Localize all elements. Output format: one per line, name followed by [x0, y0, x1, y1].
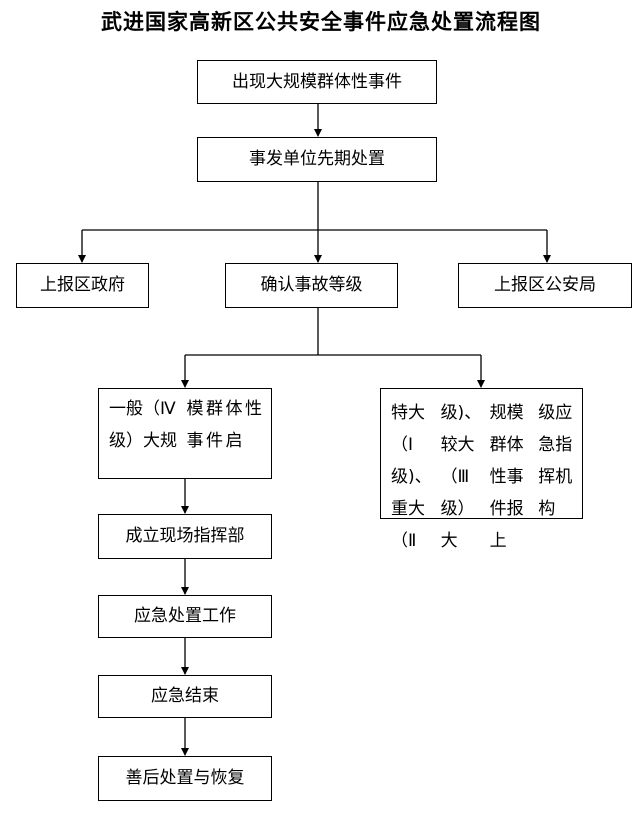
node-emergency-end: 应急结束 [98, 675, 272, 718]
node-report-district-police: 上报区公安局 [458, 263, 632, 308]
node-emergency-response: 应急处置工作 [98, 595, 272, 638]
node-start: 出现大规模群体性事件 [197, 60, 437, 104]
node-initial-response-label: 事发单位先期处置 [249, 149, 385, 170]
node-field-command: 成立现场指挥部 [98, 514, 272, 559]
node-general-level-line1: 一般（Ⅳ级）大规 [109, 399, 177, 451]
node-major-level-line4: 级应急指挥机构 [538, 403, 573, 519]
node-major-level-line1: 特大（Ⅰ级)、重大（Ⅱ [391, 403, 432, 551]
node-general-level: 一般（Ⅳ级）大规 模群体性事件启 [98, 388, 272, 479]
node-field-command-label: 成立现场指挥部 [125, 526, 245, 547]
node-emergency-response-label: 应急处置工作 [134, 606, 236, 627]
node-start-label: 出现大规模群体性事件 [232, 71, 402, 92]
node-recovery: 善后处置与恢复 [98, 756, 272, 801]
node-report-district-police-label: 上报区公安局 [494, 275, 596, 296]
node-major-level-line2: 级)、较大（Ⅲ级）大 [440, 403, 482, 551]
node-major-level: 特大（Ⅰ级)、重大（Ⅱ 级)、较大（Ⅲ级）大 规模群体性事件报上 级应急指挥机构 [380, 388, 583, 551]
node-report-district-government-label: 上报区政府 [40, 275, 125, 296]
node-report-district-government: 上报区政府 [16, 263, 149, 308]
node-confirm-level-label: 确认事故等级 [260, 275, 363, 296]
page-title: 武进国家高新区公共安全事件应急处置流程图 [101, 9, 541, 34]
node-initial-response: 事发单位先期处置 [197, 137, 437, 182]
node-confirm-level: 确认事故等级 [225, 263, 398, 308]
node-general-level-line2: 模群体性事件启 [186, 399, 265, 451]
node-major-level-line3: 规模群体性事件报上 [489, 403, 524, 551]
node-emergency-end-label: 应急结束 [151, 686, 219, 707]
node-recovery-label: 善后处置与恢复 [125, 768, 245, 789]
